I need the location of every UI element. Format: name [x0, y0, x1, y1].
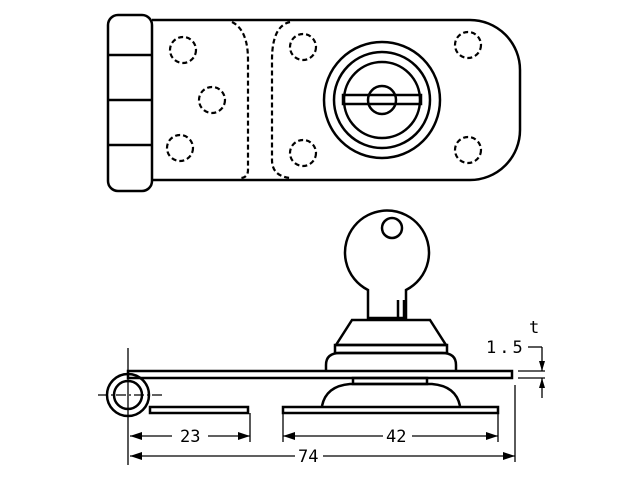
hinge-leaf	[148, 405, 250, 415]
lock-base-plate	[281, 405, 500, 415]
hasp-plate-side	[126, 369, 514, 380]
top-view	[106, 13, 522, 193]
dim-42: 42	[386, 427, 406, 447]
hinge-knuckle	[106, 13, 154, 193]
lock-cylinder-top	[322, 40, 442, 160]
screw-holes	[165, 30, 483, 168]
lock-body	[333, 318, 449, 347]
key	[343, 209, 431, 320]
dim-thickness-symbol: t	[529, 318, 539, 338]
dimensions: 23 42 74 1.5 t	[130, 318, 545, 467]
dim-23: 23	[180, 427, 200, 447]
dim-thickness: 1.5	[486, 338, 526, 358]
dim-74: 74	[298, 447, 318, 467]
side-view	[98, 209, 514, 465]
hasp-plate	[152, 18, 522, 182]
